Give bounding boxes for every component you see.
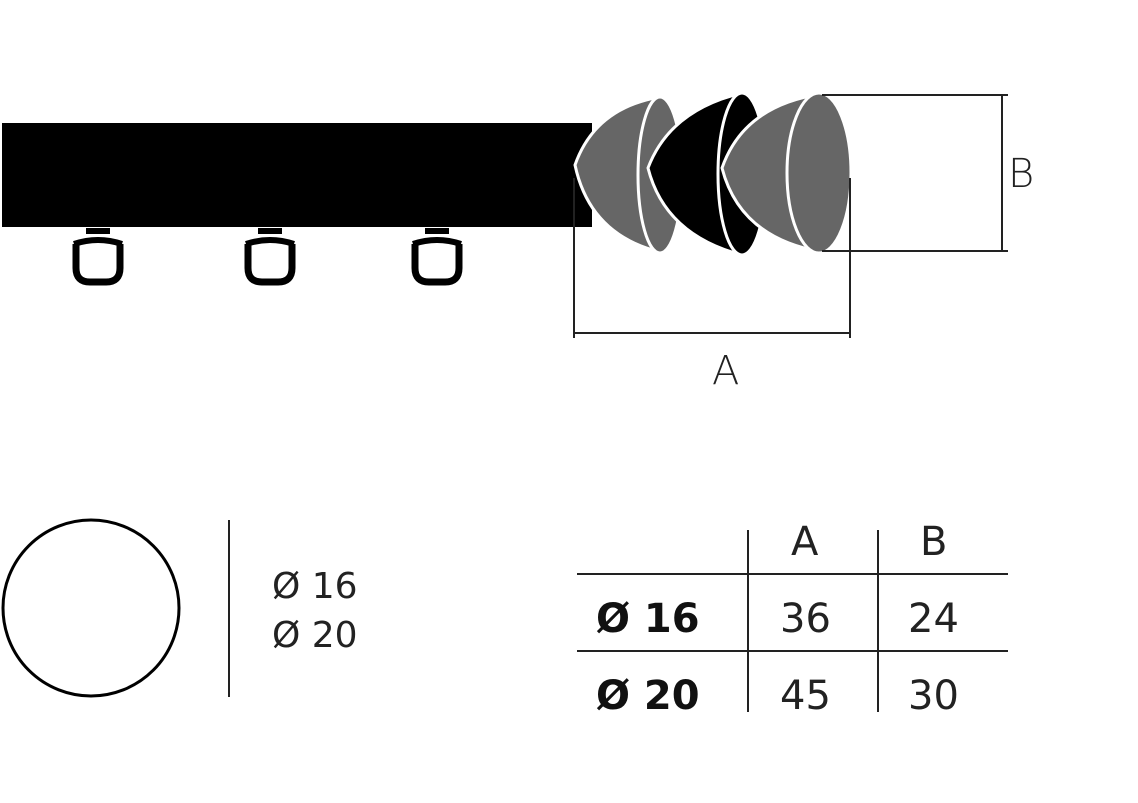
table-header-b: B bbox=[920, 519, 947, 565]
rod-ring-3 bbox=[411, 228, 463, 286]
table-cell: 36 bbox=[780, 596, 831, 642]
rod bbox=[2, 123, 592, 227]
dimension-a bbox=[573, 178, 851, 338]
finial bbox=[573, 91, 853, 257]
rod-ring-1 bbox=[72, 228, 124, 286]
table-cell: 45 bbox=[780, 673, 831, 719]
rod-ring-2 bbox=[244, 228, 296, 286]
dimension-a-label: A bbox=[712, 348, 739, 394]
table-cell: 24 bbox=[908, 596, 959, 642]
table-row-label: Ø 20 bbox=[596, 673, 700, 719]
dimension-b-label: B bbox=[1008, 151, 1034, 197]
table-row-label: Ø 16 bbox=[596, 596, 700, 642]
dimension-table bbox=[577, 530, 1008, 712]
rod-cross-section bbox=[1, 518, 181, 698]
table-header-a: A bbox=[791, 519, 819, 565]
table-cell: 30 bbox=[908, 673, 959, 719]
diameter-option-1: Ø 16 bbox=[272, 566, 358, 607]
diameter-option-2: Ø 20 bbox=[272, 615, 358, 656]
dimension-b bbox=[822, 94, 1008, 252]
